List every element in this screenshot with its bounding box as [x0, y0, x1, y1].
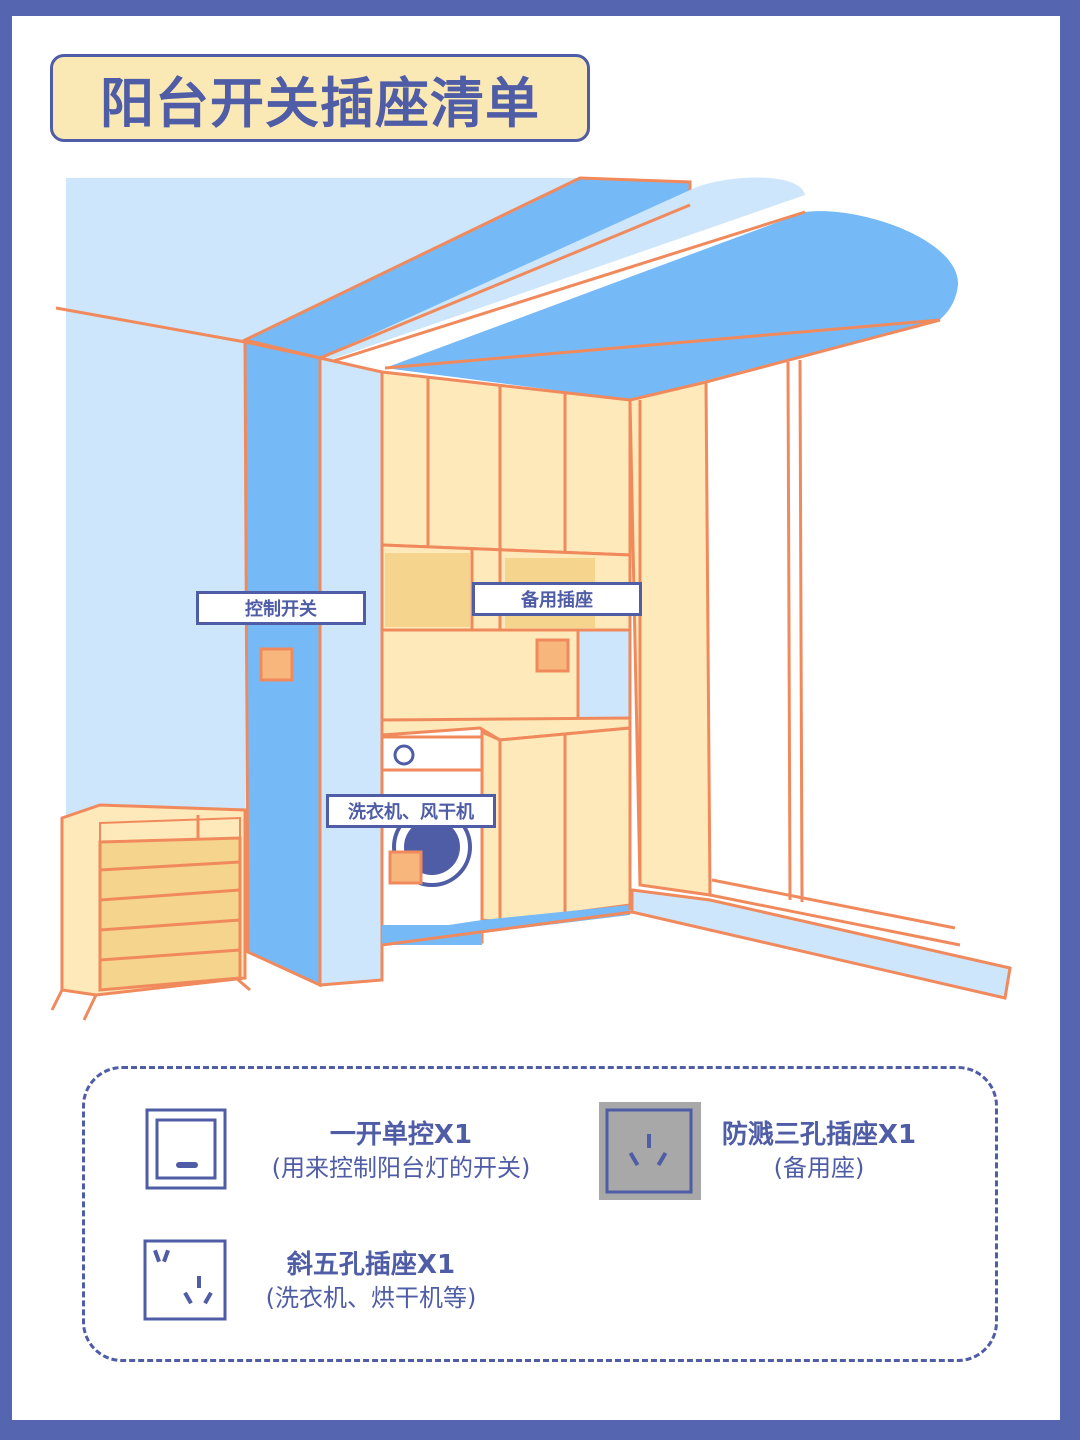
ceiling-beam-middle	[320, 177, 805, 360]
five-hole-socket-icon	[143, 1239, 227, 1321]
splash-socket-title: 防溅三孔插座X1	[721, 1120, 917, 1150]
page-title: 阳台开关插座清单	[100, 71, 540, 135]
column-face	[318, 356, 384, 987]
single-switch-icon	[145, 1108, 227, 1190]
label-washer-dryer: 洗衣机、风干机	[326, 794, 496, 828]
label-spare-socket: 备用插座	[472, 582, 642, 616]
label-control-switch: 控制开关	[196, 591, 366, 625]
three-hole-socket-icon	[599, 1102, 701, 1200]
switch-title: 一开单控X1	[329, 1120, 473, 1150]
ceiling-panel	[385, 211, 959, 400]
switch-subtitle: (用来控制阳台灯的开关)	[271, 1154, 531, 1182]
legend-box	[82, 1066, 998, 1362]
legend-switch: 一开单控X1 (用来控制阳台灯的开关)	[238, 1118, 564, 1184]
washer-socket-marker	[388, 850, 423, 885]
five-hole-subtitle: (洗衣机、烘干机等)	[265, 1284, 477, 1312]
lower-cabinet	[480, 726, 632, 924]
splash-socket-subtitle: (备用座)	[773, 1154, 865, 1182]
legend-splash-socket: 防溅三孔插座X1 (备用座)	[704, 1118, 934, 1184]
right-column	[628, 380, 712, 897]
switch-marker	[259, 647, 294, 682]
left-wall	[66, 178, 580, 955]
legend-five-hole-socket: 斜五孔插座X1 (洗衣机、烘干机等)	[240, 1248, 502, 1314]
title-box: 阳台开关插座清单	[50, 54, 590, 142]
spare-socket-marker	[535, 638, 570, 673]
five-hole-title: 斜五孔插座X1	[286, 1250, 456, 1280]
upper-cabinet	[380, 370, 632, 557]
